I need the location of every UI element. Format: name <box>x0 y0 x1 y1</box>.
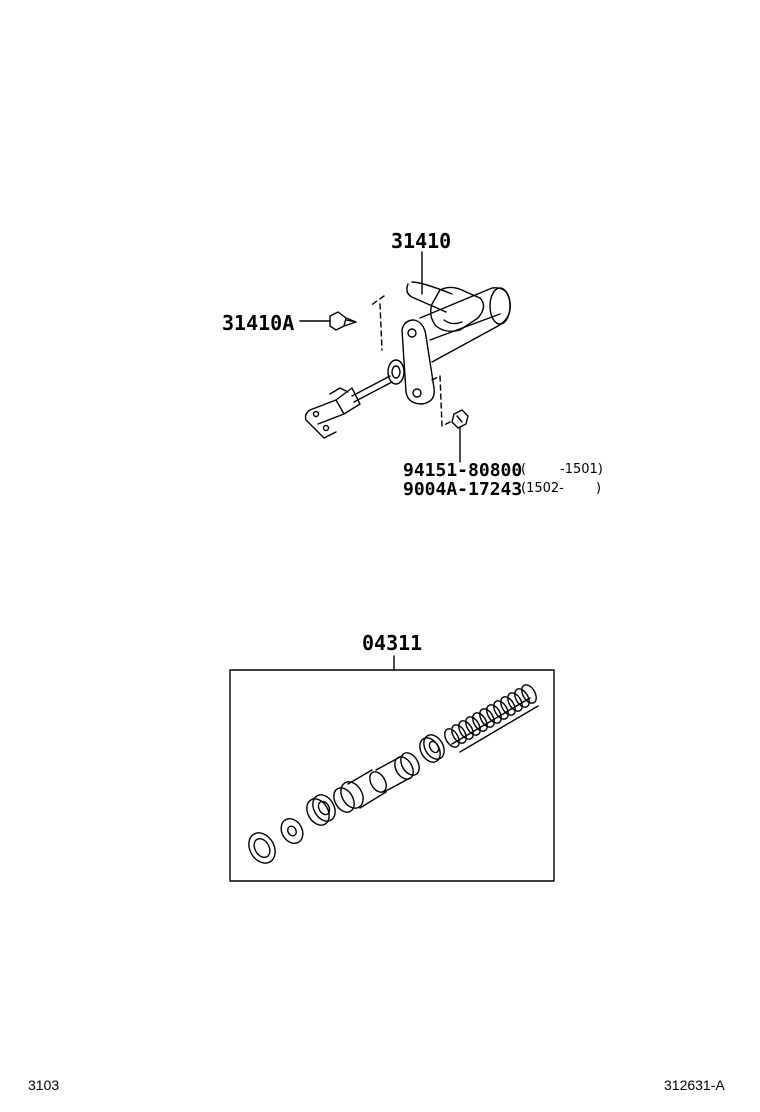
part-label-31410a: 31410A <box>222 311 295 335</box>
part-label-94151-80800: 94151-80800 <box>403 460 523 481</box>
part-label-9004a-17243: 9004A-17243 <box>403 479 523 500</box>
part-label-31410: 31410 <box>391 229 452 253</box>
second-cup-drawing <box>419 734 445 763</box>
range-94151: -1501) <box>560 462 603 477</box>
nut-drawing <box>451 409 469 429</box>
snap-ring-drawing <box>248 832 276 864</box>
range-open-94151: ( <box>521 462 527 477</box>
washer-drawing <box>280 817 304 845</box>
bolt-drawing <box>299 311 357 331</box>
range-9004a: (1502- <box>521 481 564 496</box>
nut-dashed-line <box>431 375 451 427</box>
repair-kit-box <box>229 669 555 882</box>
range-close-9004a: ) <box>596 481 602 496</box>
footer-left-code: 3103 <box>28 1077 60 1093</box>
cup-seal-drawing <box>306 794 336 826</box>
bolt-dashed-line <box>369 295 385 351</box>
spring-drawing <box>444 684 539 753</box>
piston-drawing <box>333 752 420 813</box>
master-cylinder-drawing <box>304 281 511 439</box>
part-label-04311: 04311 <box>362 631 423 655</box>
footer-right-code: 312631-A <box>664 1077 725 1093</box>
